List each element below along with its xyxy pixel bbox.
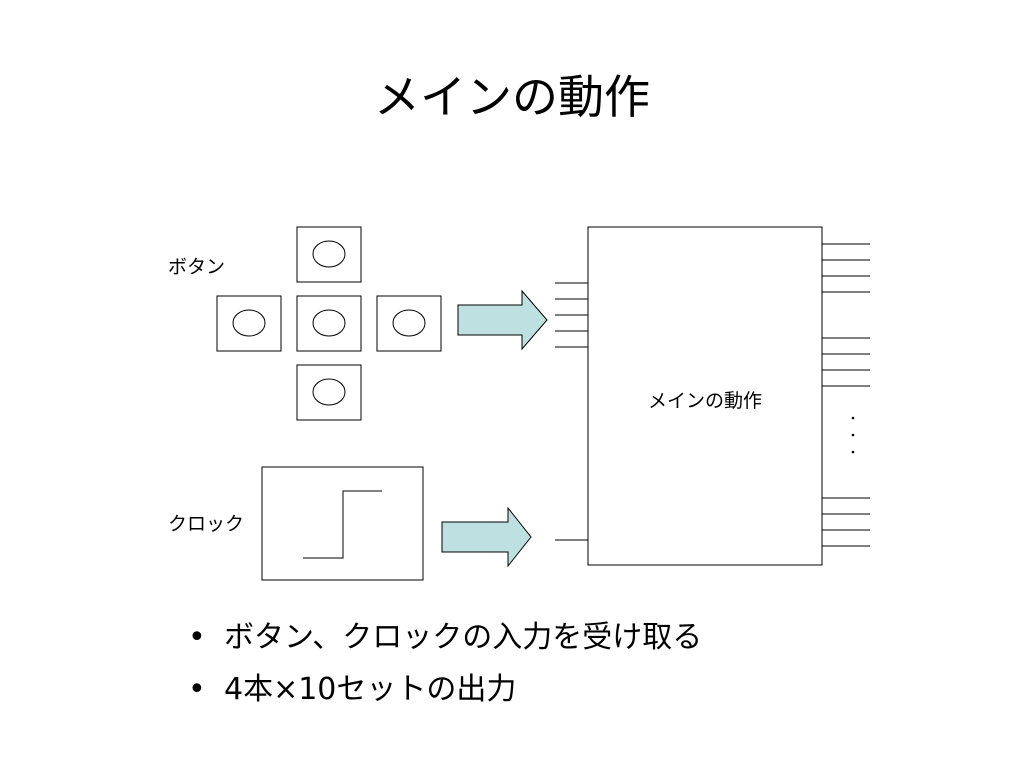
clock-waveform: [303, 490, 382, 559]
button-group-label: ボタン: [168, 256, 226, 278]
button-down: [296, 364, 362, 421]
bullet-item: • 4本×10セットの出力: [188, 664, 702, 716]
input-lines: [555, 282, 588, 541]
slide-title: メインの動作: [374, 70, 650, 124]
button-left-circle: [232, 309, 266, 337]
ellipsis-dots: [851, 416, 855, 454]
button-up-circle: [312, 240, 346, 268]
button-right-frame: [376, 295, 442, 352]
button-center-circle: [312, 309, 346, 337]
bullet-list: • ボタン、クロックの入力を受け取る • 4本×10セットの出力: [188, 612, 702, 716]
button-down-frame: [296, 364, 362, 421]
main-block: [587, 226, 823, 566]
button-left-frame: [216, 295, 282, 352]
clock-frame: [261, 466, 424, 581]
button-input-arrow: [457, 289, 548, 351]
button-left: [216, 295, 282, 352]
main-block-label: メインの動作: [647, 390, 762, 412]
button-center: [296, 295, 362, 352]
button-up-frame: [296, 226, 362, 283]
bullet-text: 4本×10セットの出力: [224, 672, 517, 707]
button-right-circle: [392, 309, 426, 337]
bullet-marker: •: [188, 620, 206, 655]
button-down-circle: [312, 378, 346, 406]
bullet-marker: •: [188, 672, 206, 707]
button-center-frame: [296, 295, 362, 352]
bullet-item: • ボタン、クロックの入力を受け取る: [188, 612, 702, 664]
clock-label: クロック: [168, 513, 245, 535]
button-up: [296, 226, 362, 283]
button-right: [376, 295, 442, 352]
clock-box: [261, 466, 424, 581]
output-lines: [822, 243, 870, 547]
bullet-text: ボタン、クロックの入力を受け取る: [224, 620, 703, 655]
button-pad: [216, 226, 442, 421]
clock-input-arrow: [441, 506, 532, 568]
